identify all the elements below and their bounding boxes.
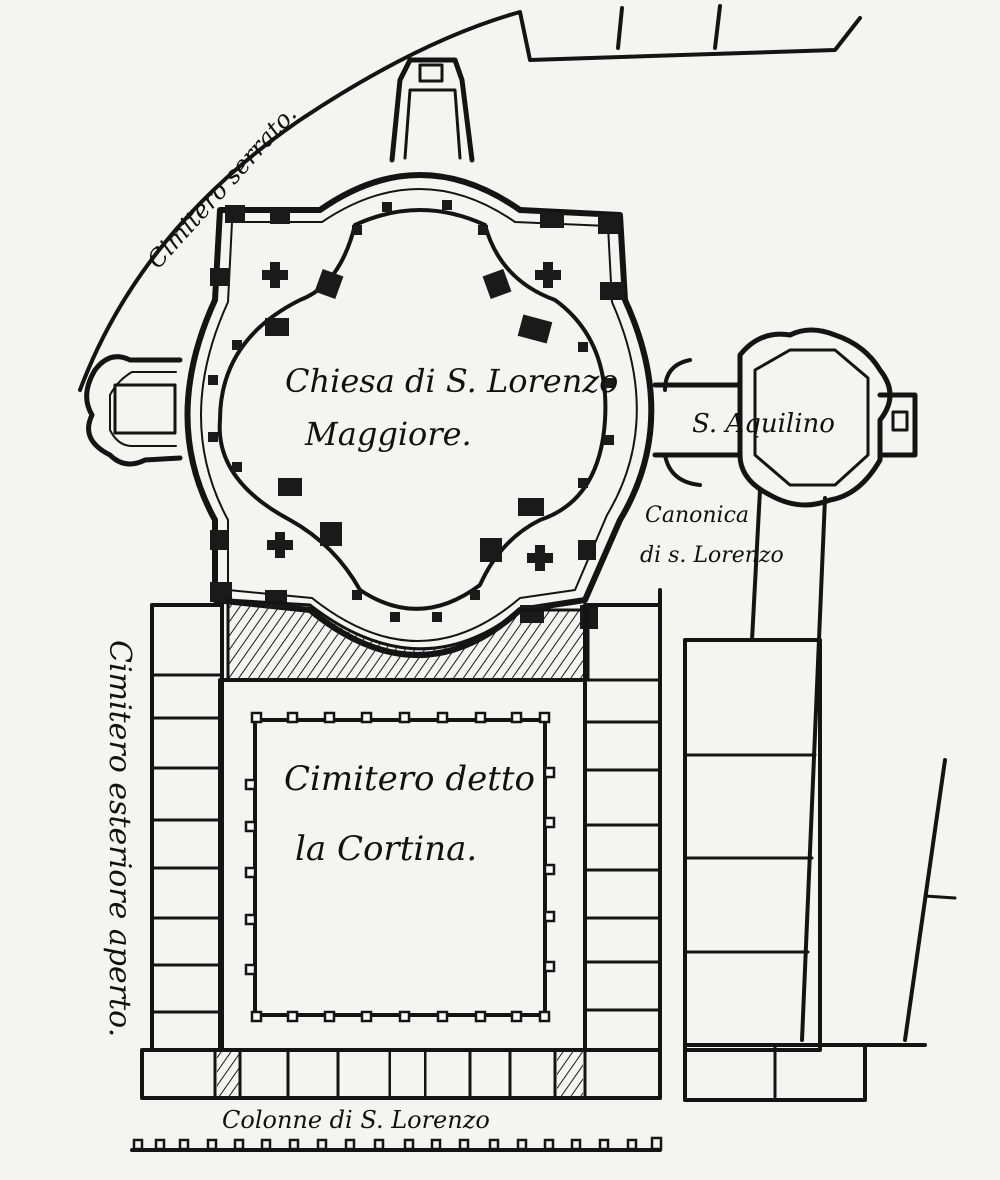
courtyard-label-line2: la Cortina.: [295, 829, 477, 869]
canonica-label-line1: Canonica: [645, 503, 749, 528]
courtyard-columns: [244, 711, 556, 1023]
canonica-wall: [750, 488, 827, 1042]
hatched-forecourt: [226, 598, 590, 682]
chapel-s-aquilino: [652, 327, 918, 508]
nave-columns: [208, 200, 614, 622]
canonica-buildings: [658, 588, 957, 1102]
cemetery-open-label: Cimitero esteriore aperto.: [102, 640, 137, 1037]
church-inner-nave: [217, 208, 608, 611]
courtyard-label-line1: Cimitero detto: [284, 759, 535, 799]
columns-label: Colonne di S. Lorenzo: [222, 1106, 490, 1134]
west-chapel: [84, 354, 183, 467]
chapel-label: S. Aquilino: [692, 409, 835, 439]
north-tower: [389, 57, 475, 163]
pier-cross: [527, 545, 553, 571]
church-label-line1: Chiesa di S. Lorenzo: [285, 362, 618, 400]
top-boundary-wall: [78, 4, 862, 392]
church-label-line2: Maggiore.: [304, 415, 472, 453]
pier-cross: [267, 532, 293, 558]
columns-row: [130, 1136, 663, 1152]
pier-cross: [535, 262, 561, 288]
south-bays: [140, 1048, 662, 1100]
pier-cross: [262, 262, 288, 288]
church-outer-wall: [184, 172, 655, 658]
canonica-label-line2: di s. Lorenzo: [640, 543, 784, 568]
